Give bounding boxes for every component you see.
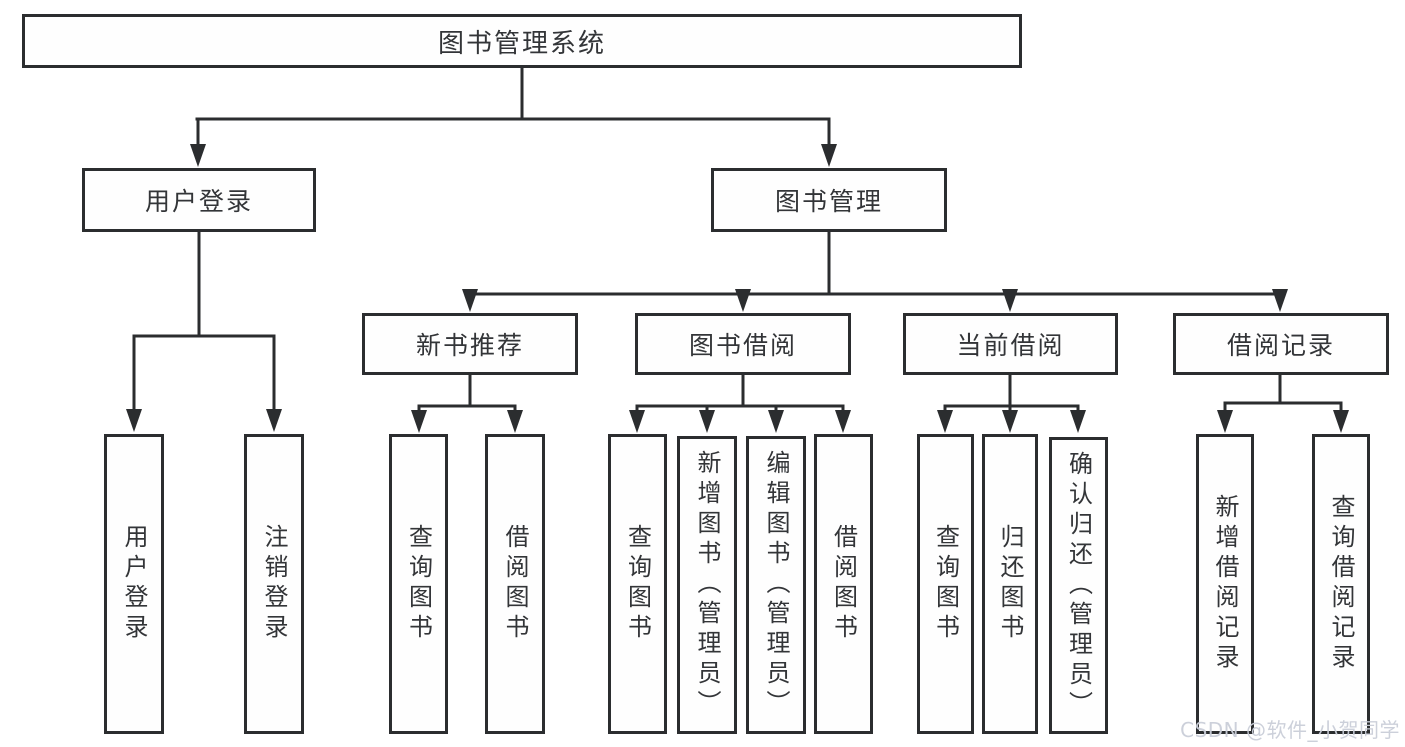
- leaf-bb-add-books-label: 新增图书（管理员）: [693, 450, 721, 720]
- node-root-label: 图书管理系统: [437, 28, 606, 59]
- node-current-borrow: 当前借阅: [903, 313, 1118, 375]
- node-borrow-records-label: 借阅记录: [1226, 331, 1335, 360]
- leaf-rec-query-books: 查询图书: [389, 434, 448, 734]
- leaf-br-add-record: 新增借阅记录: [1196, 434, 1254, 734]
- leaf-rec-borrow-books-label: 借阅图书: [501, 524, 529, 644]
- leaf-cb-confirm-return: 确认归还（管理员）: [1049, 437, 1108, 734]
- leaf-br-query-record-label: 查询借阅记录: [1327, 494, 1355, 674]
- leaf-bb-query-books: 查询图书: [608, 434, 667, 734]
- node-root: 图书管理系统: [22, 14, 1022, 68]
- leaf-cb-query-books-label: 查询图书: [931, 524, 960, 644]
- leaf-bb-borrow-books-label: 借阅图书: [829, 524, 858, 644]
- node-book-borrow-label: 图书借阅: [688, 331, 797, 360]
- leaf-user-login: 用户登录: [104, 434, 164, 734]
- leaf-cb-confirm-return-label: 确认归还（管理员）: [1064, 450, 1093, 721]
- node-book-mgmt-branch-label: 图书管理: [774, 187, 883, 216]
- node-book-mgmt-branch: 图书管理: [711, 168, 947, 232]
- node-book-borrow: 图书借阅: [635, 313, 851, 375]
- leaf-br-query-record: 查询借阅记录: [1312, 434, 1370, 734]
- leaf-br-add-record-label: 新增借阅记录: [1211, 494, 1239, 674]
- leaf-bb-add-books: 新增图书（管理员）: [677, 436, 737, 734]
- leaf-bb-edit-books-label: 编辑图书（管理员）: [762, 450, 790, 720]
- node-borrow-records: 借阅记录: [1173, 313, 1389, 375]
- node-user-login-branch: 用户登录: [82, 168, 316, 232]
- leaf-bb-edit-books: 编辑图书（管理员）: [746, 436, 806, 734]
- leaf-cb-return-books-label: 归还图书: [996, 524, 1024, 644]
- leaf-logout: 注销登录: [244, 434, 304, 734]
- node-new-book-rec-label: 新书推荐: [415, 331, 524, 360]
- csdn-watermark: CSDN @软件_小贺同学: [1180, 718, 1400, 742]
- leaf-bb-query-books-label: 查询图书: [623, 524, 652, 644]
- leaf-cb-query-books: 查询图书: [917, 434, 974, 734]
- leaf-rec-query-books-label: 查询图书: [404, 524, 433, 644]
- leaf-user-login-label: 用户登录: [120, 524, 148, 644]
- leaf-bb-borrow-books: 借阅图书: [814, 434, 873, 734]
- leaf-logout-label: 注销登录: [260, 524, 288, 644]
- node-new-book-rec: 新书推荐: [362, 313, 578, 375]
- node-user-login-branch-label: 用户登录: [144, 187, 253, 216]
- leaf-rec-borrow-books: 借阅图书: [485, 434, 545, 734]
- node-current-borrow-label: 当前借阅: [956, 331, 1065, 360]
- leaf-cb-return-books: 归还图书: [982, 434, 1038, 734]
